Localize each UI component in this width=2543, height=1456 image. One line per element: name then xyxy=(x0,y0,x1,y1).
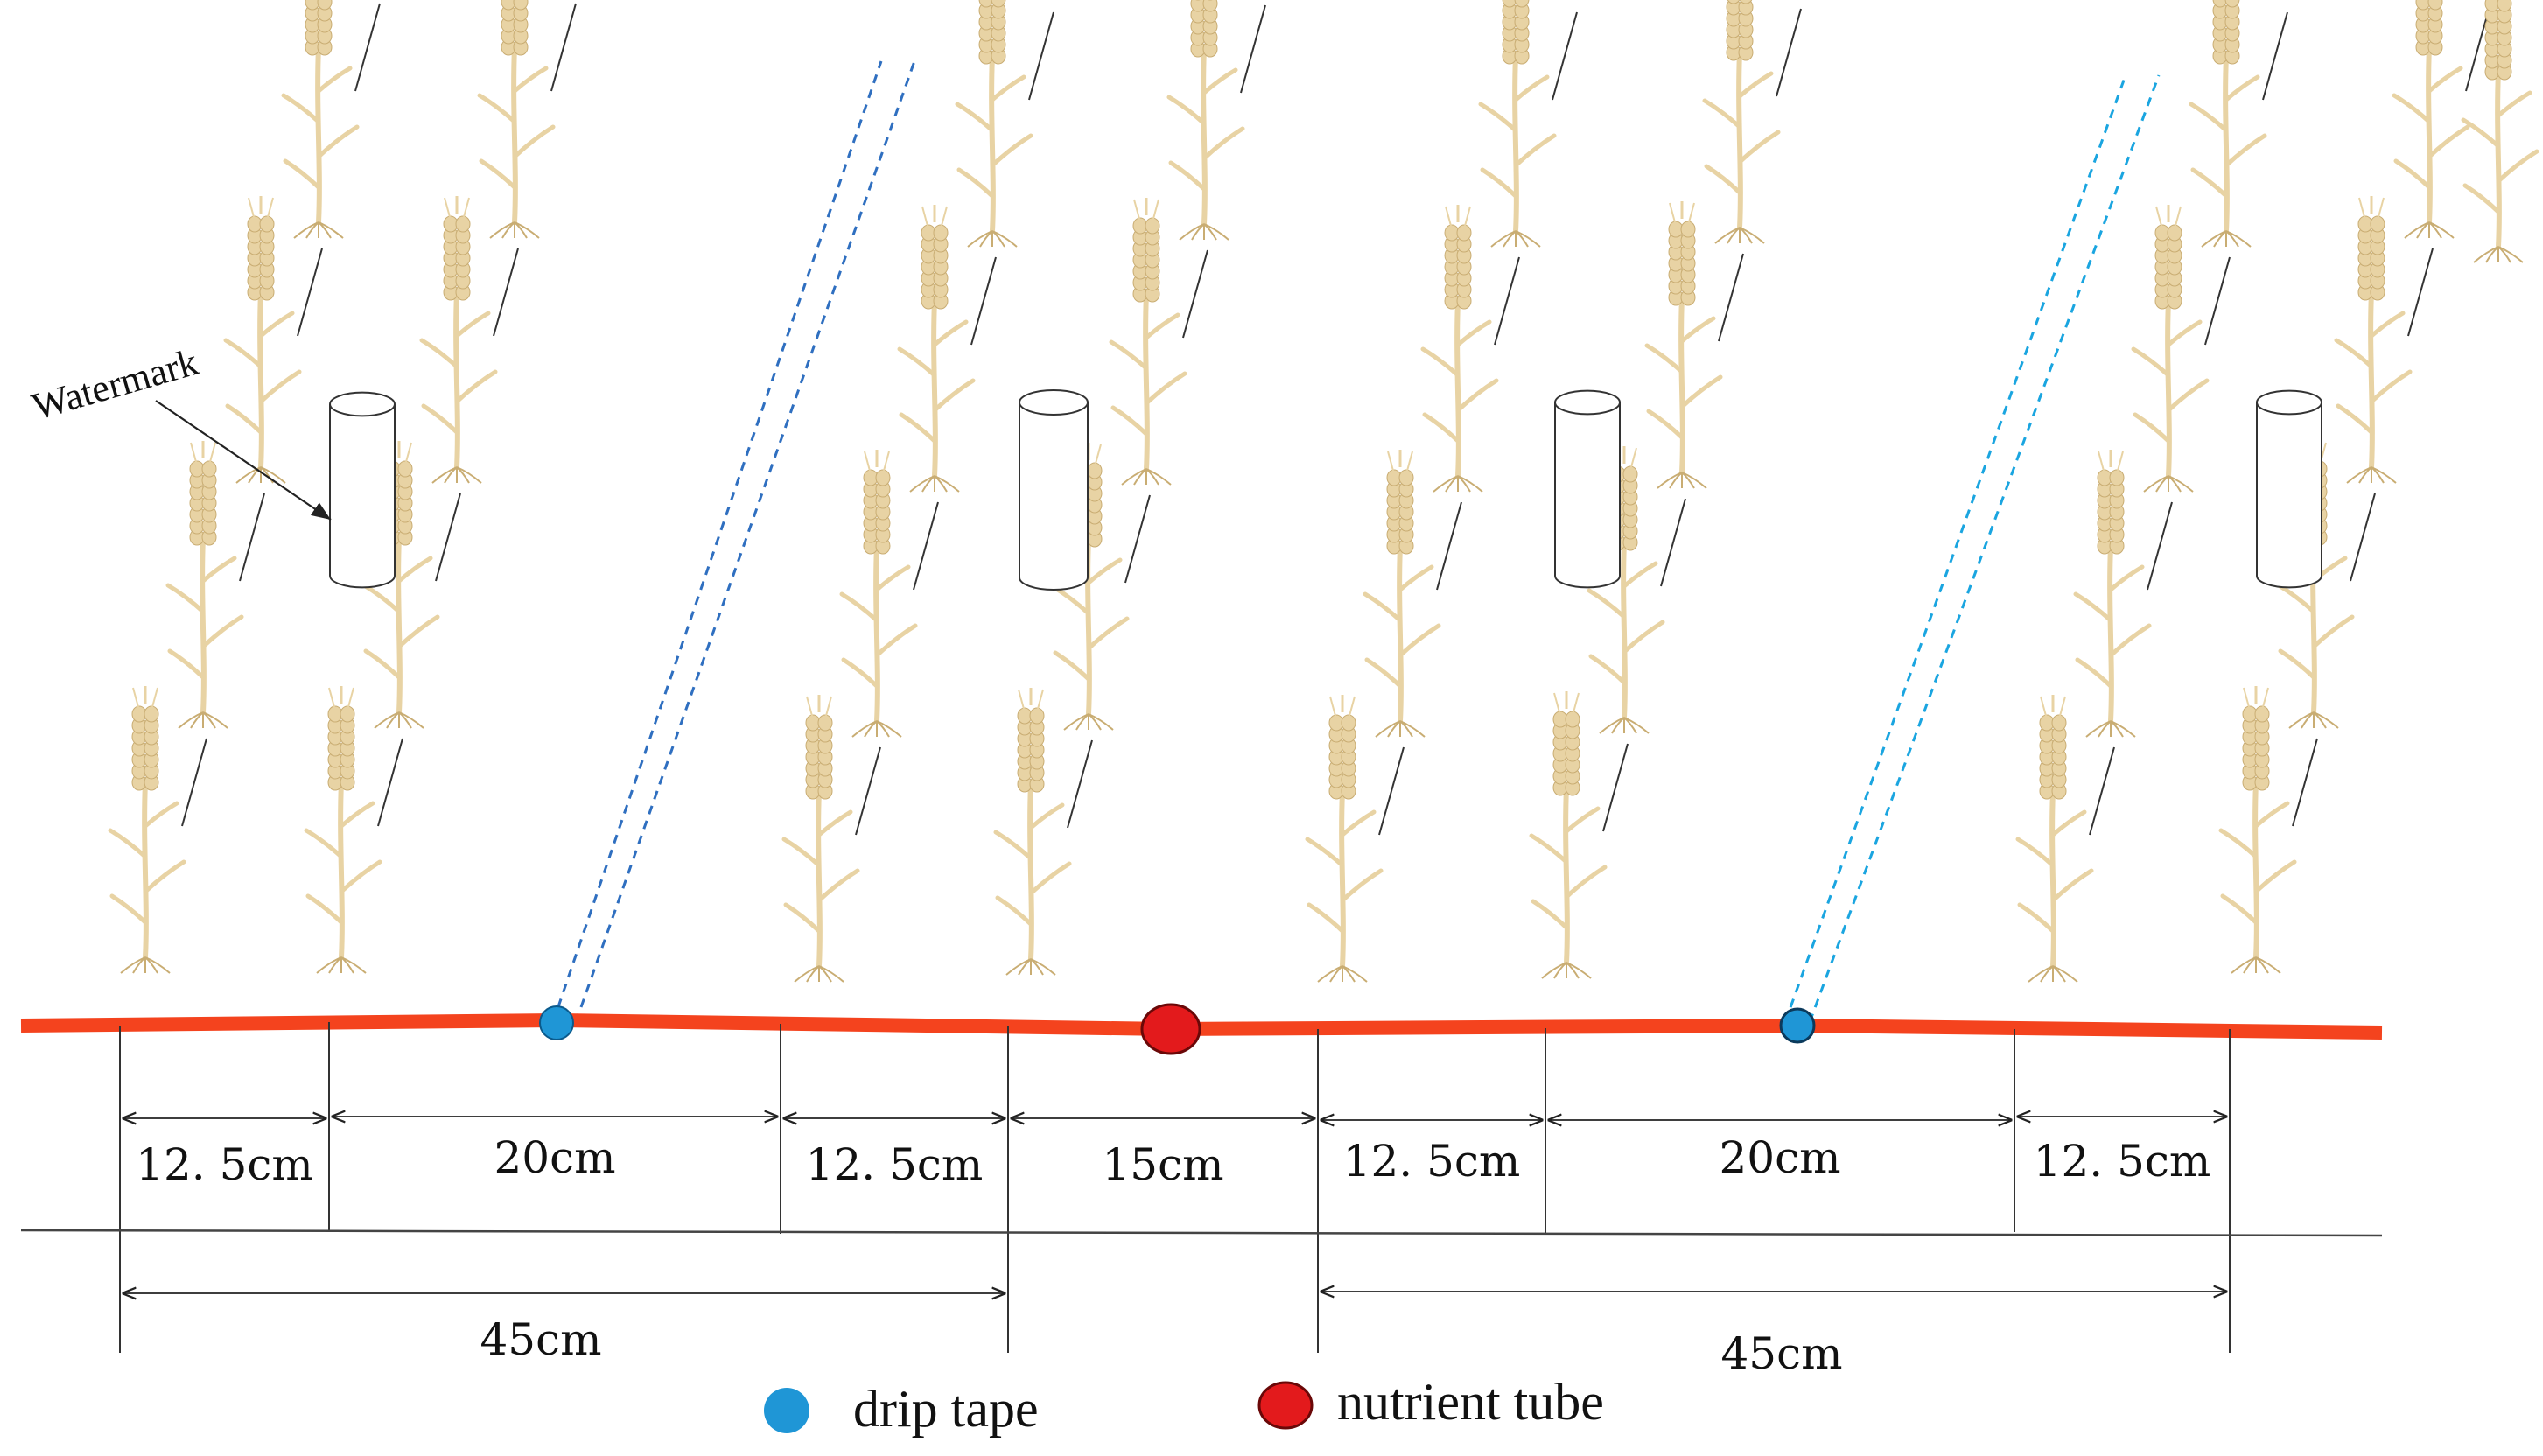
row-guide-line xyxy=(377,738,403,827)
row-guide-line xyxy=(1182,249,1208,339)
wheat-plant xyxy=(477,0,556,239)
wheat-plant xyxy=(2334,196,2413,484)
legend-label-nutrient-tube: nutrient tube xyxy=(1337,1373,1604,1431)
planting-row-line xyxy=(20,1012,2383,1040)
dimension-baseline xyxy=(20,1228,2383,1237)
watermark-callout-arrow xyxy=(155,400,332,521)
wheat-plant xyxy=(2189,0,2267,248)
row-guide-line xyxy=(1240,4,1266,94)
wheat-plant xyxy=(897,205,976,493)
nutrient-tube-emitter xyxy=(1140,1003,1201,1055)
row-guide-line xyxy=(2147,501,2173,591)
extension-lines xyxy=(119,1022,2231,1353)
segment-dimension-label: 15cm xyxy=(1102,1139,1223,1190)
row-guide-line xyxy=(550,3,577,92)
drip-tape-emitter-left xyxy=(539,1005,574,1040)
wheat-plant xyxy=(1305,695,1384,983)
wheat-plant xyxy=(419,196,498,484)
wheat-plant xyxy=(839,450,918,738)
drip-tape-line-right xyxy=(1783,74,2161,1023)
row-guide-line xyxy=(2292,738,2318,827)
wheat-plant xyxy=(281,0,360,239)
wheat-plant xyxy=(165,441,244,729)
segment-dimension-label: 20cm xyxy=(494,1132,615,1183)
wheat-plant xyxy=(304,686,382,974)
legend: drip tape nutrient tube xyxy=(764,1373,1604,1438)
watermark-sensor-cylinder xyxy=(329,391,396,589)
row-guide-line xyxy=(913,501,939,591)
wheat-plant xyxy=(1166,0,1245,241)
row-guide-line xyxy=(1067,739,1093,829)
wheat-plant xyxy=(2015,695,2094,983)
wheat-plant xyxy=(1529,691,1608,979)
segment-dimension-labels: 12. 5cm 20cm 12. 5cm 15cm 12. 5cm 20cm 12. 5cm xyxy=(136,1132,2210,1190)
watermark-sensor-cylinder xyxy=(1554,389,1621,589)
wheat-plant xyxy=(2131,205,2210,493)
wheat-plant xyxy=(1420,205,1499,493)
segment-dimension-label: 12. 5cm xyxy=(806,1139,984,1190)
segment-dimension-label: 12. 5cm xyxy=(1343,1136,1521,1186)
wheat-plants xyxy=(108,0,2539,983)
wheat-plant xyxy=(993,688,1072,976)
row-guide-line xyxy=(239,493,265,582)
row-guide-line xyxy=(1552,11,1578,101)
row-guide-line xyxy=(1378,746,1405,836)
watermark-sensor-cylinder xyxy=(1019,388,1089,592)
wheat-plant xyxy=(1702,0,1781,244)
wheat-plant xyxy=(955,0,1033,248)
total-dimension-label: 45cm xyxy=(1720,1328,1842,1379)
watermark-callout: Watermark xyxy=(27,340,332,521)
row-guide-line xyxy=(970,256,997,346)
row-guide-line xyxy=(1718,253,1744,342)
total-dimension-label: 45cm xyxy=(480,1314,601,1365)
drip-tape-dot-icon xyxy=(764,1388,809,1433)
wheat-plant xyxy=(2461,0,2539,263)
row-guide-line xyxy=(1028,11,1054,101)
wheat-plant xyxy=(781,695,860,983)
wheat-plant xyxy=(1109,198,1187,486)
row-guide-line xyxy=(1124,494,1151,584)
row-guide-line xyxy=(493,248,519,337)
row-guide-line xyxy=(2089,746,2115,836)
segment-dimension-label: 20cm xyxy=(1719,1132,1840,1183)
segment-dimension-arrows xyxy=(123,1116,2226,1120)
row-guide-line xyxy=(354,3,381,92)
row-guide-line xyxy=(2350,493,2376,582)
wheat-plant xyxy=(223,196,302,484)
row-guide-line xyxy=(297,248,323,337)
row-guide-line xyxy=(435,493,461,582)
wheat-plant xyxy=(1644,201,1723,489)
wheat-plant xyxy=(1363,450,1441,738)
wheat-plant xyxy=(1478,0,1557,248)
drip-tape-line-left xyxy=(551,60,916,1023)
watermark-sensor-cylinder xyxy=(2256,389,2322,589)
row-guide-line xyxy=(2262,11,2288,101)
wheat-plant xyxy=(2392,0,2470,239)
row-guide-line xyxy=(1494,256,1520,346)
segment-dimension-label: 12. 5cm xyxy=(2034,1136,2211,1186)
row-guide-line xyxy=(1602,743,1629,832)
total-dimension-arrows xyxy=(123,1292,2226,1293)
nutrient-tube-dot-icon xyxy=(1257,1381,1314,1430)
row-guide-line xyxy=(1660,498,1686,587)
wheat-plant xyxy=(108,686,186,974)
row-guide-line xyxy=(2204,256,2231,346)
row-guide-line xyxy=(2407,248,2434,337)
watermark-sensors xyxy=(329,388,2322,592)
total-dimension-labels: 45cm 45cm xyxy=(480,1314,1842,1379)
row-guide-line xyxy=(1436,501,1462,591)
row-guide-line xyxy=(181,738,207,827)
wheat-plant xyxy=(2073,450,2152,738)
row-guide-line xyxy=(1776,8,1802,97)
segment-dimension-label: 12. 5cm xyxy=(136,1139,313,1190)
row-guide-line xyxy=(855,746,881,836)
drip-tape-emitter-right xyxy=(1779,1007,1816,1044)
wheat-plant xyxy=(2218,686,2297,974)
legend-label-drip-tape: drip tape xyxy=(853,1380,1039,1438)
